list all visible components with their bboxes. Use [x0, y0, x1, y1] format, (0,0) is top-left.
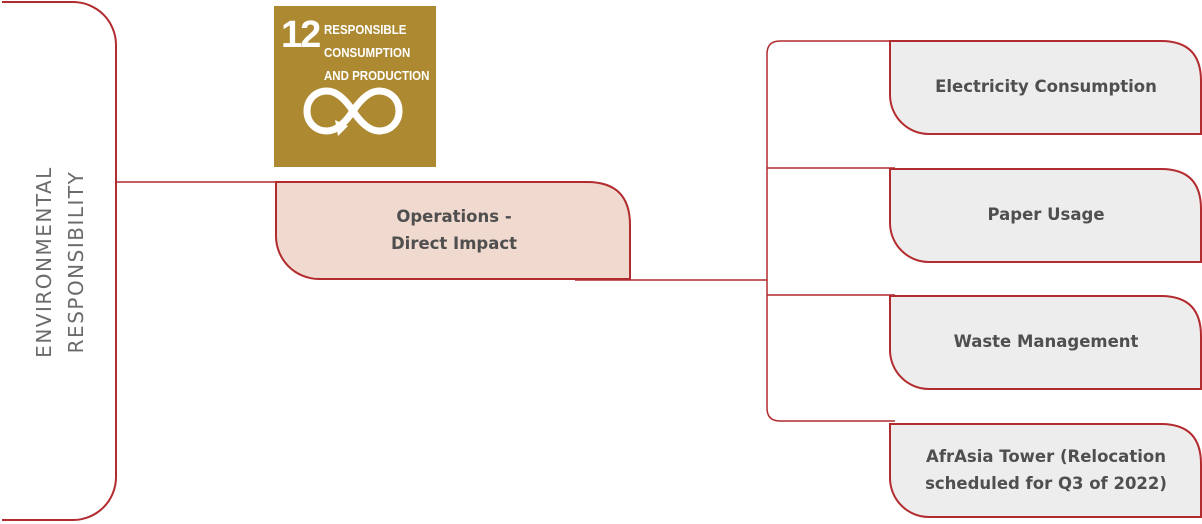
sdg-title-line3: AND PRODUCTION — [324, 69, 430, 84]
operations-outline — [276, 181, 631, 279]
operations-label: Operations - Direct Impact — [277, 181, 631, 278]
item-outline — [890, 423, 1202, 518]
operations-node: Operations - Direct Impact — [275, 181, 631, 280]
item-electricity-consumption: Electricity Consumption — [889, 40, 1201, 135]
item-label-line1: AfrAsia Tower (Relocation — [926, 446, 1166, 466]
item-label-line1: Waste Management — [953, 332, 1139, 351]
item-outline — [890, 40, 1202, 135]
operations-line1: Operations - — [396, 206, 512, 226]
environmental-responsibility-box — [2, 1, 117, 521]
item-paper-usage: Paper Usage — [889, 168, 1201, 263]
item-outline — [890, 295, 1202, 390]
root-label-line2: RESPONSIBILITY — [64, 170, 88, 354]
sdg-12-badge: 12 RESPONSIBLE CONSUMPTION AND PRODUCTIO… — [274, 6, 436, 167]
item-label-line1: Paper Usage — [987, 205, 1105, 224]
item-label-line2: scheduled for Q3 of 2022) — [925, 473, 1167, 493]
sdg-title-line2: CONSUMPTION — [324, 46, 411, 61]
item-outline — [890, 168, 1202, 263]
sdg-title-line1: RESPONSIBLE — [324, 23, 407, 38]
sdg-number: 12 — [281, 14, 321, 56]
root-label-line1: ENVIRONMENTAL — [32, 166, 56, 358]
operations-line2: Direct Impact — [390, 233, 518, 253]
item-afrasia-tower: AfrAsia Tower (Relocation scheduled for … — [889, 423, 1201, 518]
root-label: ENVIRONMENTAL RESPONSIBILITY — [28, 166, 92, 358]
item-waste-management: Waste Management — [889, 295, 1201, 390]
branch-bracket — [766, 40, 895, 422]
sdg-title: RESPONSIBLE CONSUMPTION AND PRODUCTION — [324, 19, 432, 88]
item-label-line1: Electricity Consumption — [935, 77, 1157, 96]
infinity-loop-icon — [303, 87, 403, 136]
